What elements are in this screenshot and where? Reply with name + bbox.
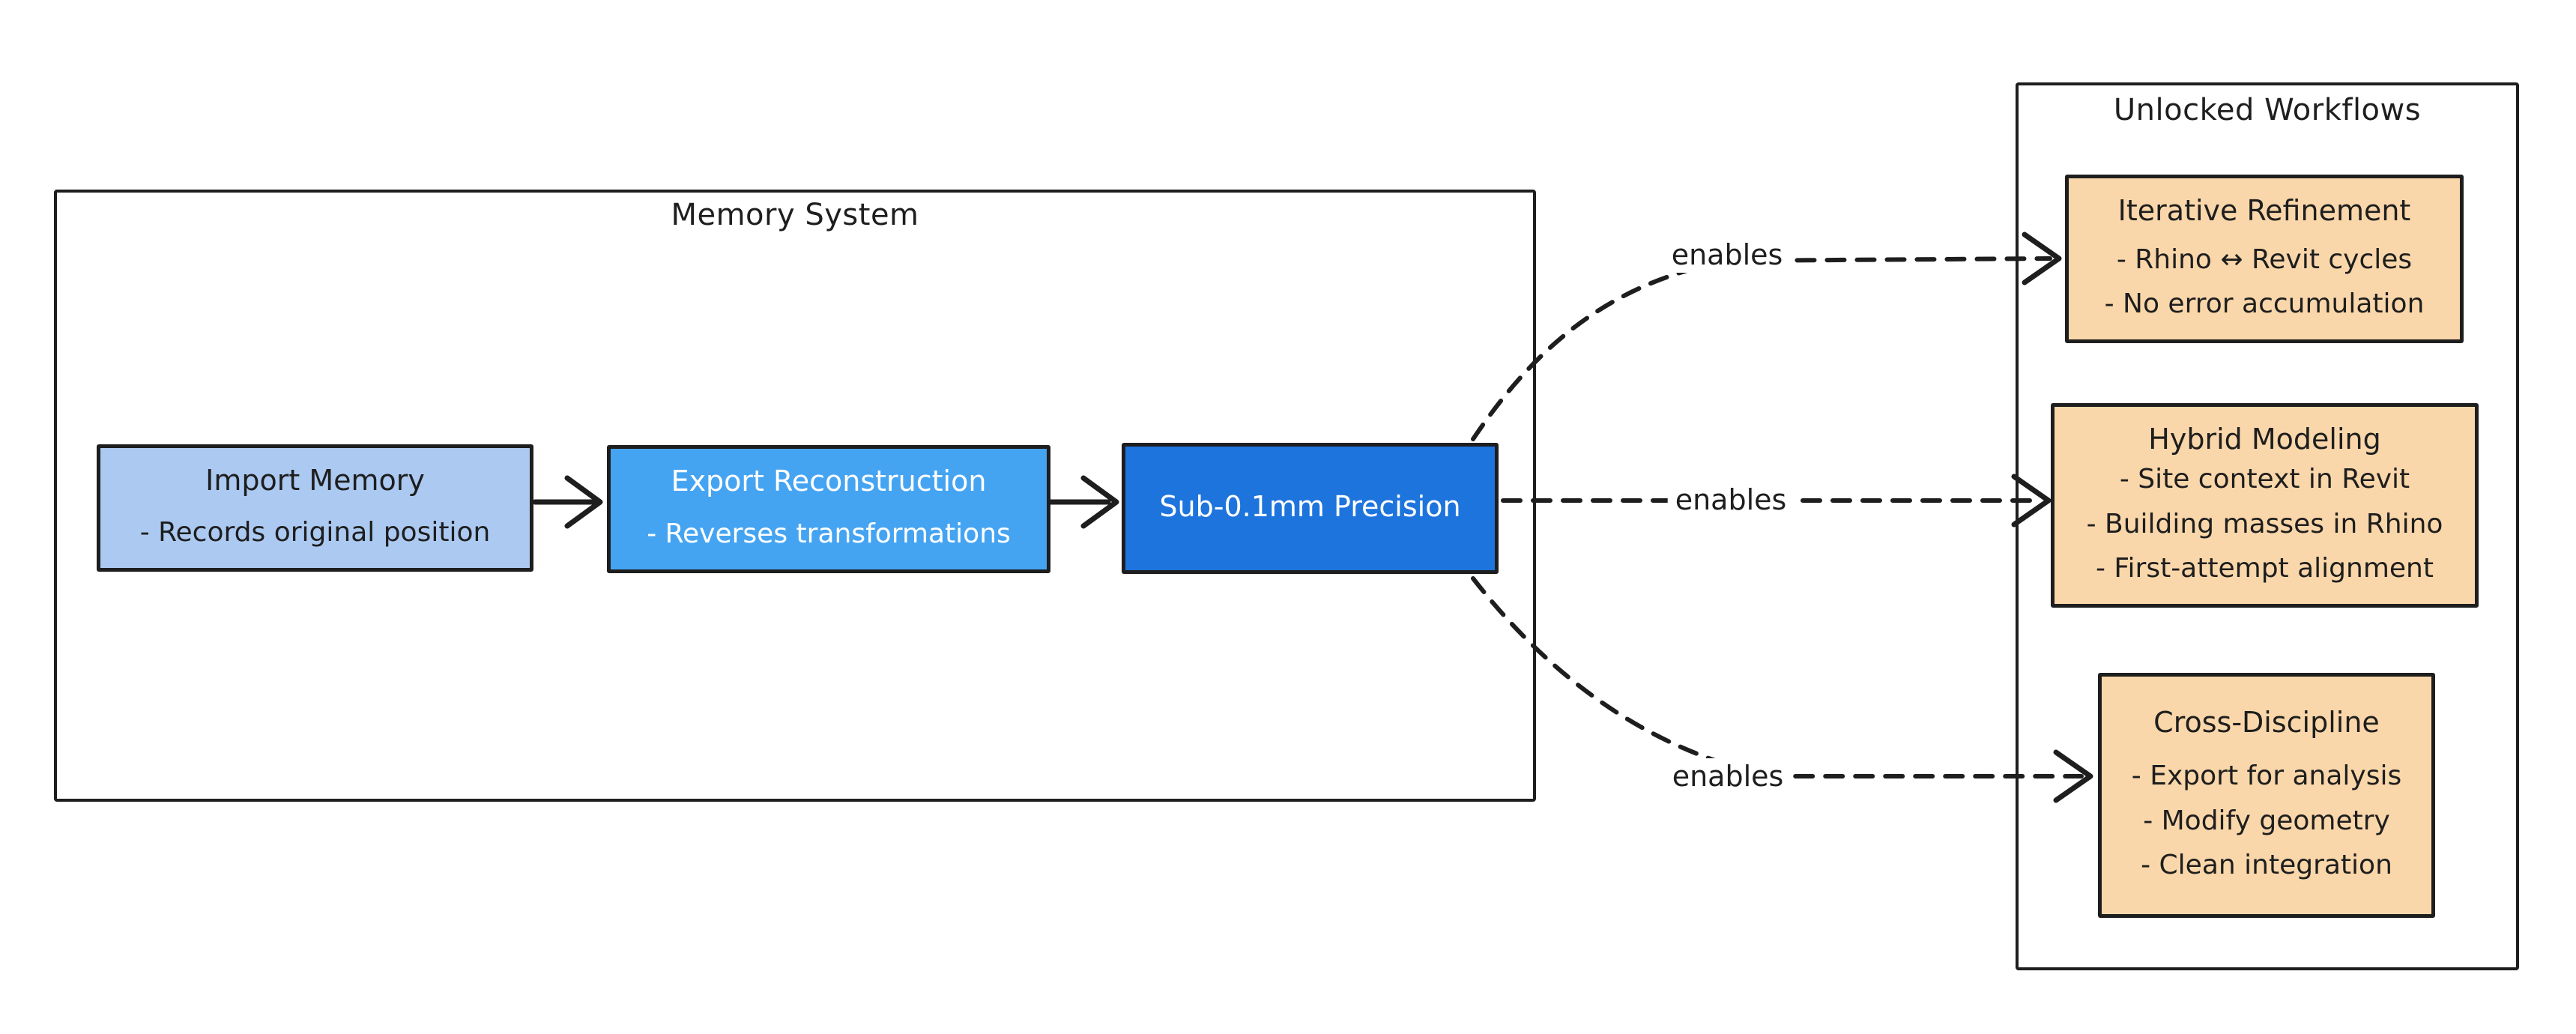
node-bullet: - Rhino ↔ Revit cycles bbox=[2116, 244, 2413, 275]
node-title: Export Reconstruction bbox=[671, 465, 987, 498]
node-bullet: - Modify geometry bbox=[2143, 805, 2390, 836]
node-import-memory: Import Memory - Records original positio… bbox=[97, 444, 533, 572]
node-title: Hybrid Modeling bbox=[2148, 423, 2381, 456]
node-bullet: - Records original position bbox=[139, 516, 491, 548]
unlocked-workflows-title: Unlocked Workflows bbox=[2113, 93, 2422, 127]
node-bullets: - Export for analysis - Modify geometry … bbox=[2111, 760, 2422, 881]
edge-label-enables-bottom: enables bbox=[1664, 758, 1792, 794]
node-hybrid-modeling: Hybrid Modeling - Site context in Revit … bbox=[2051, 403, 2479, 608]
arrow-enables-cross bbox=[1471, 576, 2084, 778]
node-title: Iterative Refinement bbox=[2117, 194, 2411, 227]
node-bullets: - Rhino ↔ Revit cycles - No error accumu… bbox=[2078, 244, 2451, 320]
node-bullet: - First-attempt alignment bbox=[2096, 552, 2434, 584]
node-cross-discipline: Cross-Discipline - Export for analysis -… bbox=[2098, 673, 2435, 918]
node-bullet: - Building masses in Rhino bbox=[2086, 508, 2443, 539]
arrow-enables-iterative bbox=[1471, 256, 2052, 441]
node-sub-01mm-precision: Sub-0.1mm Precision bbox=[1122, 443, 1499, 574]
node-bullets: - Reverses transformations bbox=[620, 518, 1038, 550]
node-bullet: - Export for analysis bbox=[2131, 761, 2402, 792]
node-iterative-refinement: Iterative Refinement - Rhino ↔ Revit cyc… bbox=[2065, 175, 2464, 343]
edge-label-enables-top: enables bbox=[1663, 237, 1791, 273]
node-bullets: - Records original position bbox=[109, 516, 521, 548]
node-bullets: - Site context in Revit - Building masse… bbox=[2063, 463, 2466, 584]
node-export-reconstruction: Export Reconstruction - Reverses transfo… bbox=[607, 445, 1050, 573]
node-bullet: - No error accumulation bbox=[2104, 288, 2425, 319]
node-bullet: - Clean integration bbox=[2141, 849, 2392, 880]
node-title: Cross-Discipline bbox=[2153, 706, 2380, 739]
node-bullet: - Site context in Revit bbox=[2119, 464, 2410, 495]
node-bullet: - Reverses transformations bbox=[647, 518, 1011, 549]
edge-label-enables-middle: enables bbox=[1667, 482, 1795, 518]
memory-system-title: Memory System bbox=[671, 198, 919, 232]
node-title: Sub-0.1mm Precision bbox=[1159, 489, 1461, 523]
node-title: Import Memory bbox=[205, 464, 425, 497]
